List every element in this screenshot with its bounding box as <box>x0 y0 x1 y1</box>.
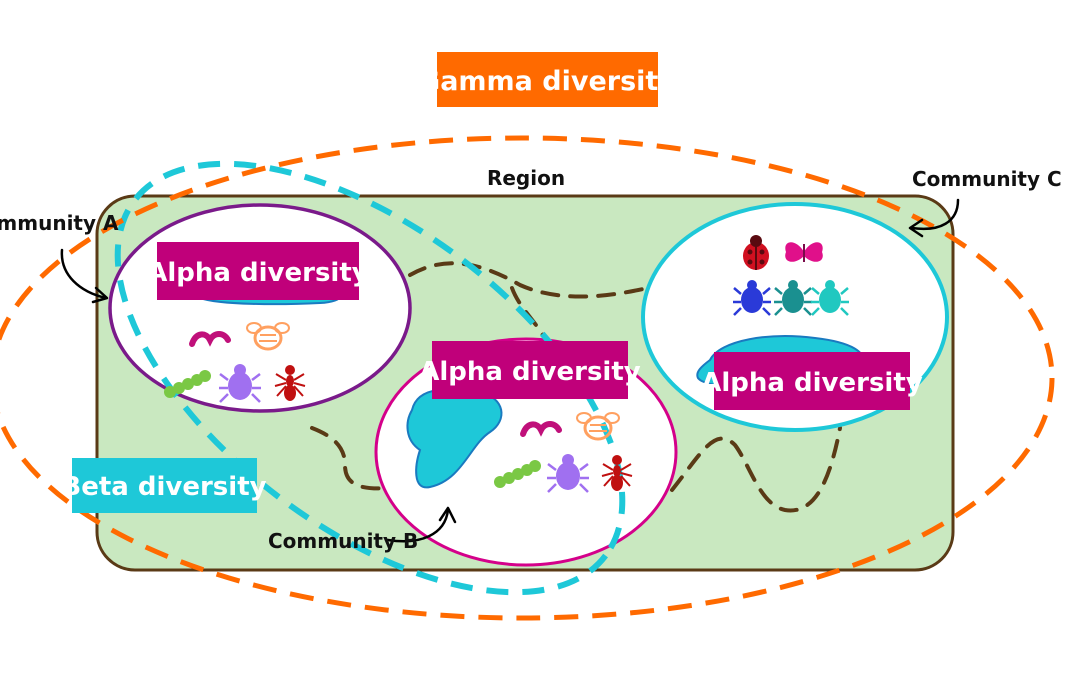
arrows <box>60 198 960 543</box>
community-a-label: Community A <box>0 211 119 235</box>
bee-icon <box>246 322 290 351</box>
ant-icon <box>274 365 306 401</box>
community-c-icons <box>733 235 849 316</box>
gamma-label-box <box>437 52 658 107</box>
butterfly-icon <box>785 242 823 262</box>
beetle-icon <box>774 280 812 316</box>
worm-icon <box>189 331 231 347</box>
community-b-arrow <box>386 508 450 543</box>
gamma-diversity-boundary <box>0 135 1055 621</box>
community-a-arrow <box>60 248 108 300</box>
community-c-arrowhead <box>908 218 924 238</box>
region-label: Region <box>487 166 565 190</box>
community-c-arrow <box>910 198 960 231</box>
worm-icon <box>520 421 562 437</box>
beta-label: Beta diversity <box>61 472 266 502</box>
alpha-b-label: Alpha diversity <box>419 357 640 387</box>
alpha-c-label: Alpha diversity <box>701 368 922 398</box>
caterpillar-icon <box>164 370 211 398</box>
caterpillar-icon <box>494 460 541 488</box>
community-b-arrowhead <box>438 506 457 524</box>
community-a-arrowhead <box>91 286 109 304</box>
community-b-icons <box>494 412 633 493</box>
alpha-c-label-box <box>714 352 910 410</box>
beta-diversity-boundary <box>114 160 626 596</box>
beetle-icon <box>733 280 771 316</box>
bee-icon <box>576 412 620 441</box>
beetle-icon <box>547 454 589 493</box>
beetle-icon <box>219 364 261 403</box>
community-c-label: Community C <box>912 167 1062 191</box>
alpha-b-label-box <box>432 341 628 399</box>
beta-label-box <box>72 458 257 513</box>
alpha-a-label: Alpha diversity <box>147 258 368 288</box>
beetle-icon <box>811 280 849 316</box>
ant-icon <box>601 455 633 491</box>
alpha-a-label-box <box>157 242 359 300</box>
ladybug-icon <box>743 235 769 270</box>
gamma-label: Gamma diversity <box>418 66 676 97</box>
community-a-circle <box>108 203 412 413</box>
community-a-icons <box>164 322 306 403</box>
community-b-label: Community B <box>268 529 418 553</box>
